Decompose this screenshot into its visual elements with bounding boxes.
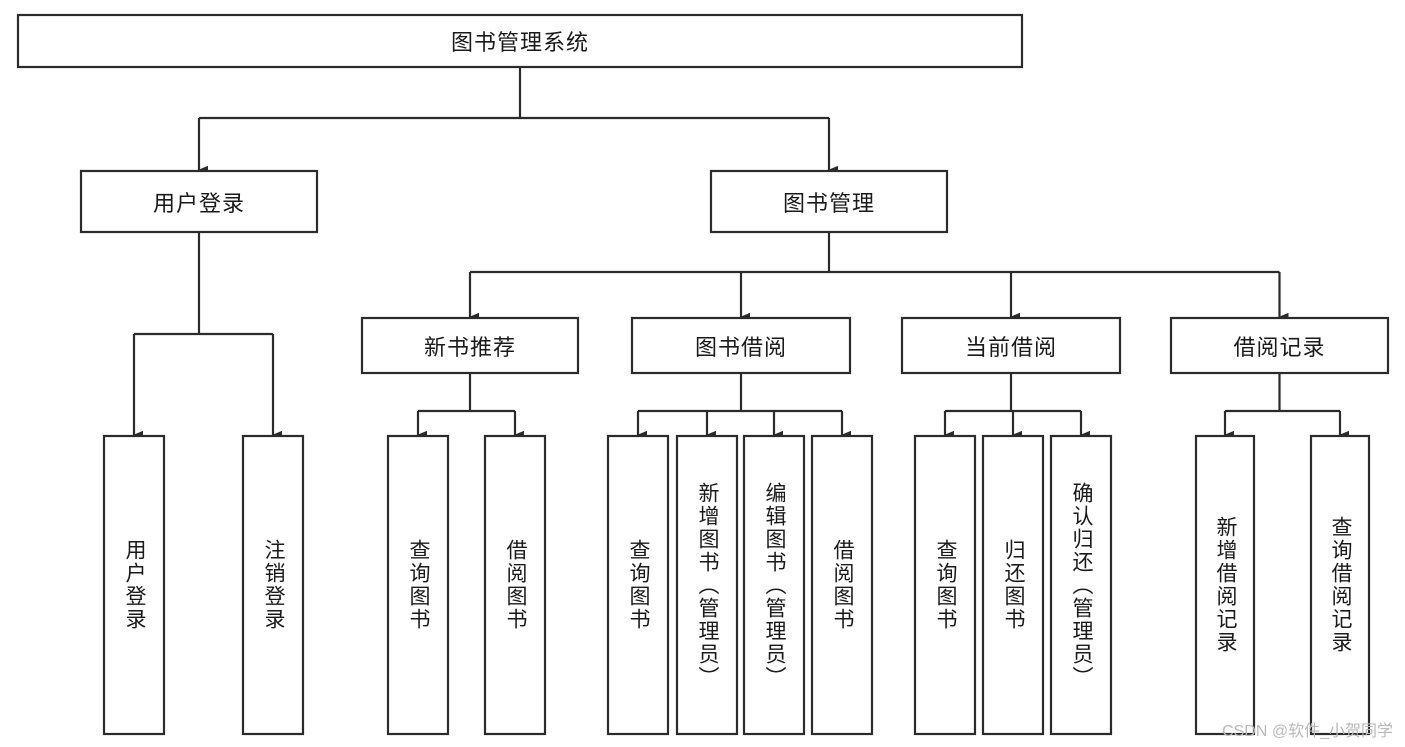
node-leaf-9[interactable] — [981, 434, 1045, 736]
node-leaf-4[interactable] — [606, 434, 670, 736]
node-leaf-2[interactable] — [386, 434, 450, 736]
node-leaf-7[interactable] — [810, 434, 874, 736]
node-level3-3[interactable] — [1169, 316, 1390, 375]
node-leaf-12[interactable] — [1309, 434, 1371, 736]
node-leaf-10[interactable] — [1049, 434, 1113, 736]
node-leaf-11[interactable] — [1194, 434, 1256, 736]
connector-lines — [132, 67, 1349, 440]
node-level2-0[interactable] — [79, 169, 319, 234]
node-root[interactable] — [16, 13, 1024, 69]
node-level3-2[interactable] — [900, 316, 1122, 375]
node-level2-1[interactable] — [709, 169, 949, 234]
node-leaf-6[interactable] — [742, 434, 806, 736]
node-level3-0[interactable] — [360, 316, 580, 375]
node-boxes — [16, 13, 1390, 736]
node-leaf-5[interactable] — [675, 434, 739, 736]
node-leaf-8[interactable] — [913, 434, 977, 736]
node-leaf-1[interactable] — [241, 434, 305, 736]
node-level3-1[interactable] — [630, 316, 852, 375]
node-leaf-0[interactable] — [102, 434, 166, 736]
node-leaf-3[interactable] — [483, 434, 547, 736]
